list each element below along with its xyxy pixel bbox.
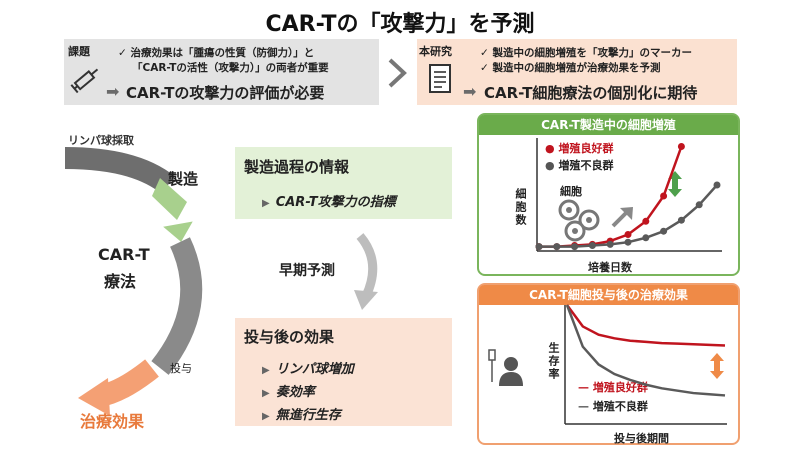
triangle-bullet-icon: ▶ — [262, 411, 270, 422]
cycle-arc-top — [64, 147, 175, 194]
legend-marker-poor: ● — [545, 159, 555, 172]
cells-annotation: 細胞 — [560, 185, 582, 198]
manufacture-segment — [152, 178, 187, 220]
study-box — [417, 39, 737, 105]
proliferation-chart-title: CAR-T製造中の細胞増殖 — [479, 115, 738, 135]
cycle-manufacture-label: 製造 — [168, 170, 199, 188]
issue-conclusion: CAR-Tの攻撃力の評価が必要 — [126, 84, 325, 102]
page-title: CAR-Tの「攻撃力」を予測 — [265, 12, 535, 37]
issue-line-1: ✓ 治療効果は「腫瘍の性質（防御力）」と — [118, 47, 315, 59]
effect-item-label: リンパ球増加 — [275, 362, 354, 377]
legend-label-poor: 増殖不良群 — [558, 159, 614, 172]
triangle-bullet-icon: ▶ — [262, 388, 270, 399]
study-line-1: ✓ 製造中の細胞増殖を「攻撃力」のマーカー — [480, 47, 692, 59]
cycle-administer-label: 投与 — [170, 362, 192, 375]
proliferation-data-point — [624, 231, 632, 238]
proliferation-data-point — [677, 143, 685, 150]
survival-series-line-0 — [565, 304, 726, 347]
therapy-cycle-diagram — [64, 147, 203, 416]
survival-legend-poor: — 増殖不良群 — [578, 398, 648, 414]
difference-arrow-icon — [710, 353, 724, 379]
proliferation-data-point — [588, 242, 596, 249]
manufacturing-info-heading: 製造過程の情報 — [244, 158, 350, 176]
issue-arrow-icon: ➡ — [106, 82, 120, 101]
proliferation-data-point — [553, 243, 561, 251]
proliferation-chart-plot — [535, 138, 722, 252]
proliferation-legend-poor: ● 増殖不良群 — [545, 157, 613, 173]
survival-x-label: 投与後期間 — [614, 432, 669, 445]
survival-y-label: 生存率 — [547, 342, 560, 381]
survival-series-line-1 — [565, 304, 726, 397]
survival-legend-good: — 増殖良好群 — [578, 379, 648, 395]
proliferation-x-label: 培養日数 — [588, 261, 632, 274]
cycle-center-line-2: 療法 — [104, 272, 137, 291]
proliferation-legend-good: ● 増殖良好群 — [545, 140, 613, 156]
prediction-arrow-icon — [354, 233, 378, 310]
survival-chart-title: CAR-T細胞投与後の治療効果 — [479, 285, 738, 305]
proliferation-data-point — [642, 234, 650, 242]
issue-line-2: 「CAR-Tの活性（攻撃力）」の両者が重要 — [132, 62, 329, 74]
chevron-right-icon — [388, 58, 407, 88]
triangle-bullet-icon: ▶ — [262, 365, 270, 376]
proliferation-data-point — [660, 192, 668, 200]
cycle-center-line-1: CAR-T — [98, 245, 150, 264]
effect-item-label: 奏効率 — [275, 385, 315, 400]
outcome-arrowhead — [78, 378, 110, 416]
study-conclusion: CAR-T細胞療法の個別化に期待 — [484, 84, 698, 102]
cycle-outcome-label: 治療効果 — [80, 412, 145, 431]
legend-label-good: 増殖良好群 — [558, 142, 614, 155]
cycle-start-label: リンパ球採取 — [68, 134, 134, 147]
document-icon — [429, 64, 451, 93]
proliferation-data-point — [624, 238, 632, 246]
legend-line-poor: — — [578, 400, 589, 413]
proliferation-data-point — [677, 216, 685, 224]
effect-item: ▶ 奏効率 — [262, 381, 315, 400]
cells-icon — [558, 199, 600, 242]
issue-tag: 課題 — [68, 45, 90, 58]
proliferation-chart-panel: CAR-T製造中の細胞増殖 — [477, 113, 740, 276]
manufacturing-info-item: ▶ CAR-T攻撃力の指標 — [262, 191, 396, 210]
post-treatment-effect-box — [235, 318, 452, 426]
survival-chart-plot — [564, 304, 727, 425]
issue-box — [64, 39, 379, 105]
effect-item-label: 無進行生存 — [275, 408, 341, 423]
manufacture-arrowhead — [163, 221, 193, 242]
legend-line-good: — — [578, 381, 589, 394]
patient-icon — [488, 349, 523, 386]
syringe-icon — [70, 68, 99, 94]
effect-item: ▶ 無進行生存 — [262, 404, 341, 423]
proliferation-data-point — [642, 217, 650, 225]
post-treatment-heading: 投与後の効果 — [244, 328, 335, 346]
manufacturing-info-box — [235, 147, 452, 219]
proliferation-data-point — [535, 243, 543, 251]
legend-label-poor: 増殖不良群 — [592, 400, 648, 413]
triangle-bullet-icon: ▶ — [262, 198, 270, 209]
proliferation-data-point — [606, 240, 614, 248]
growth-arrow-icon — [611, 207, 633, 228]
survival-chart-panel: CAR-T細胞投与後の治療効果 — [477, 283, 740, 445]
cycle-arc-right — [151, 237, 203, 375]
study-tag: 本研究 — [419, 45, 452, 58]
proliferation-y-label: 細胞数 — [514, 188, 527, 227]
effect-item: ▶ リンパ球増加 — [262, 358, 354, 377]
legend-label-good: 増殖良好群 — [592, 381, 648, 394]
prediction-label: 早期予測 — [279, 263, 335, 279]
study-line-2: ✓ 製造中の細胞増殖が治療効果を予測 — [480, 62, 661, 74]
proliferation-data-point — [713, 181, 721, 189]
manufacturing-info-item-label: CAR-T攻撃力の指標 — [275, 195, 396, 210]
proliferation-data-point — [660, 227, 668, 235]
study-arrow-icon: ➡ — [463, 82, 477, 101]
proliferation-data-point — [695, 201, 703, 209]
legend-marker-good: ● — [545, 142, 555, 155]
proliferation-data-point — [571, 243, 579, 251]
